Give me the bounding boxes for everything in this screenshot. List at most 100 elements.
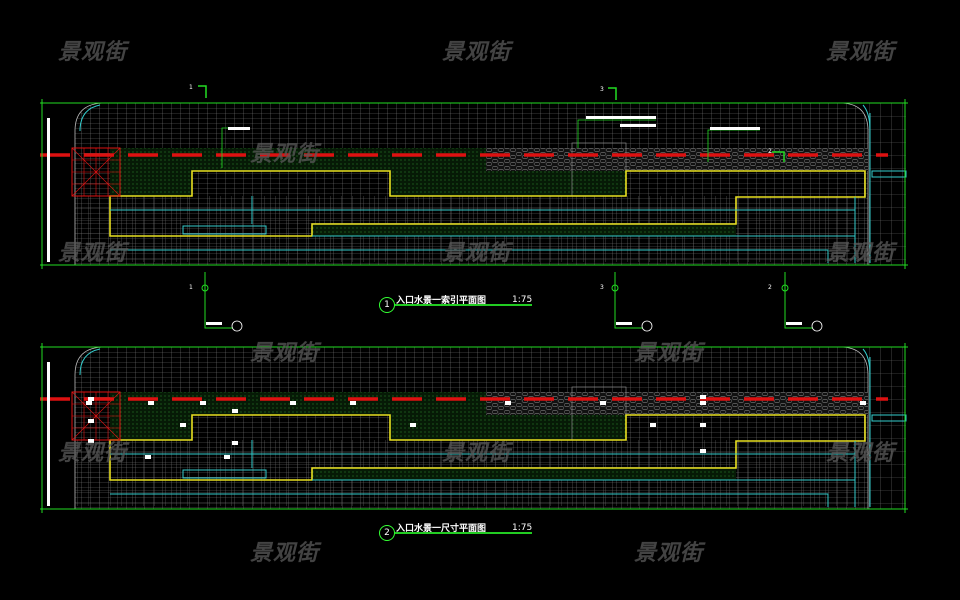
- channel: [182, 225, 267, 235]
- dimension-mark: [180, 423, 186, 427]
- dimension-mark: [700, 401, 706, 405]
- dimension-mark: [410, 423, 416, 427]
- planting-strip: [312, 224, 736, 236]
- section-ref-circle: [231, 320, 243, 332]
- watermark: 景观街: [442, 241, 512, 266]
- dimension-mark: [232, 409, 238, 413]
- annotation-leader: [577, 119, 656, 148]
- section-ref-circle: [641, 320, 653, 332]
- section-leader: [204, 272, 233, 329]
- pool-inner-edge: [110, 357, 871, 507]
- watermark: 景观街: [58, 241, 128, 266]
- watermark: 景观街: [442, 441, 512, 466]
- annotation-label: [620, 124, 656, 127]
- dimension-mark: [200, 401, 206, 405]
- annotation-label: [710, 127, 760, 130]
- site-plan: [40, 99, 908, 269]
- channel: [182, 469, 267, 479]
- section-label: [786, 322, 802, 325]
- pool-edge: [109, 414, 866, 481]
- annotation-label: [228, 127, 250, 130]
- planting-block: [110, 171, 192, 196]
- fountain-hatch: [71, 391, 121, 441]
- cobble-band: [486, 148, 868, 171]
- pool-inner-edge: [110, 113, 871, 263]
- section-cut-marker: [201, 284, 209, 292]
- dimension-mark: [88, 397, 94, 401]
- watermark: 景观街: [826, 441, 896, 466]
- dimension-mark: [224, 455, 230, 459]
- dimension-mark: [88, 439, 94, 443]
- axis-bar: [47, 118, 50, 262]
- fountain-hatch: [71, 147, 121, 197]
- section-mark-label: 3: [600, 284, 604, 291]
- dimension-mark: [650, 423, 656, 427]
- watermark: 景观街: [826, 241, 896, 266]
- drawing-frame: [40, 343, 908, 513]
- dimension-mark: [350, 401, 356, 405]
- watermark: 景观街: [634, 341, 704, 366]
- planting-block: [110, 415, 192, 440]
- dimension-mark: [145, 455, 151, 459]
- curb: [79, 348, 871, 376]
- title-underline: [395, 304, 532, 306]
- watermark: 景观街: [58, 441, 128, 466]
- plan-scale: 1:75: [512, 523, 533, 533]
- dimension-mark: [700, 449, 706, 453]
- dimension-mark: [232, 441, 238, 445]
- curb: [79, 104, 871, 132]
- plan-number-badge: 2: [379, 525, 395, 541]
- watermark: 景观街: [250, 142, 320, 167]
- section-mark-label: 2: [768, 284, 772, 291]
- section-mark-label: 3: [600, 86, 604, 93]
- section-cut-marker: [772, 151, 785, 162]
- dimension-mark: [505, 401, 511, 405]
- plan-scale: 1:75: [512, 295, 533, 305]
- dimension-mark: [600, 401, 606, 405]
- watermark: 景观街: [826, 40, 896, 65]
- section-label: [616, 322, 632, 325]
- plan-title: 入口水景一索引平面图: [396, 296, 487, 306]
- section-cut-marker: [781, 284, 789, 292]
- planting-block: [390, 171, 626, 196]
- dimension-mark: [700, 423, 706, 427]
- axis-bar: [47, 362, 50, 506]
- paving-right: [868, 347, 906, 509]
- drain: [871, 170, 907, 178]
- section-mark-label: 1: [189, 84, 193, 91]
- dimension-mark: [700, 395, 706, 399]
- drain: [871, 414, 907, 422]
- dimension-mark: [86, 401, 92, 405]
- dimension-mark: [860, 401, 866, 405]
- section-leader: [614, 272, 643, 329]
- plan-title: 入口水景一尺寸平面图: [396, 524, 487, 534]
- pool-edge: [109, 170, 866, 237]
- dimension-mark: [88, 419, 94, 423]
- planting-strip: [312, 468, 736, 480]
- site-plan: [40, 343, 908, 513]
- paving-right: [868, 103, 906, 265]
- watermark: 景观街: [442, 40, 512, 65]
- section-ref-circle: [811, 320, 823, 332]
- section-cut-marker: [608, 87, 617, 100]
- watermark: 景观街: [634, 541, 704, 566]
- section-label: [206, 322, 222, 325]
- drawing-frame: [40, 99, 908, 269]
- dimension-mark: [290, 401, 296, 405]
- section-cut-marker: [611, 284, 619, 292]
- section-mark-label: 2: [768, 148, 772, 155]
- section-leader: [784, 272, 813, 329]
- planting-block: [390, 415, 626, 440]
- section-cut-marker: [198, 85, 207, 98]
- watermark: 景观街: [250, 341, 320, 366]
- dimension-mark: [148, 401, 154, 405]
- cobble-band: [486, 392, 868, 415]
- watermark: 景观街: [250, 541, 320, 566]
- annotation-label: [586, 116, 656, 119]
- title-underline: [395, 532, 532, 534]
- plan-number-badge: 1: [379, 297, 395, 313]
- watermark: 景观街: [58, 40, 128, 65]
- planting-band: [110, 392, 486, 415]
